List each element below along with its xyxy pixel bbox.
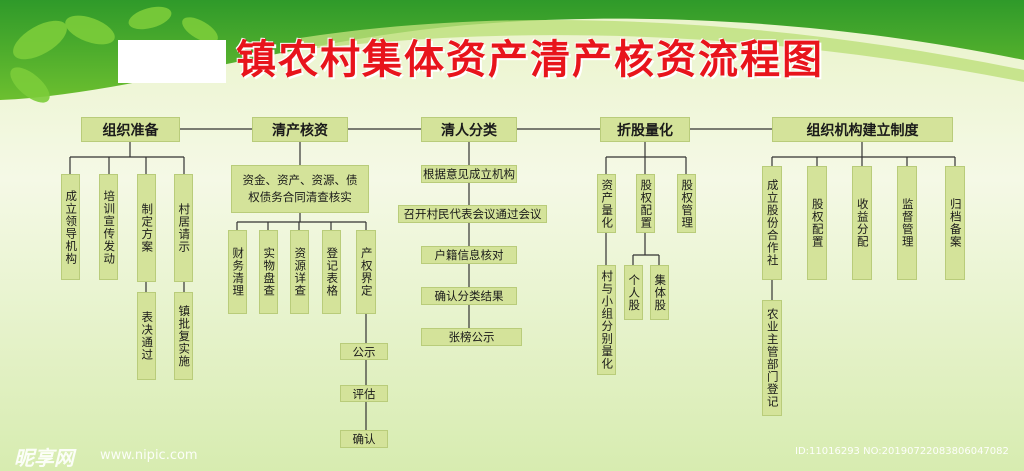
step-income-distribution: 收益分配: [852, 166, 872, 280]
step-archive: 归档备案: [945, 166, 965, 280]
step-collective-share: 集体股: [650, 265, 669, 320]
step-property-rights: 产权界定: [356, 230, 376, 314]
category-asset-verification: 清产核资: [252, 117, 348, 142]
step-supervision: 监督管理: [897, 166, 917, 280]
step-confirm-classification: 确认分类结果: [421, 287, 517, 305]
watermark-brand: 昵享网: [14, 446, 74, 470]
step-register-forms: 登记表格: [322, 230, 341, 314]
step-household-check: 户籍信息核对: [421, 246, 517, 264]
step-establish-leading-body: 成立领导机构: [61, 174, 80, 280]
watermark-id: ID:11016293 NO:20190722083806047082: [795, 446, 1009, 457]
watermark-url: www.nipic.com: [100, 448, 198, 463]
category-member-classification: 清人分类: [421, 117, 517, 142]
step-form-agency: 根据意见成立机构: [421, 165, 517, 183]
page-title: 镇农村集体资产清产核资流程图: [236, 37, 824, 83]
step-physical-inventory: 实物盘查: [259, 230, 278, 314]
step-appraisal: 评估: [340, 385, 388, 402]
step-individual-share: 个人股: [624, 265, 643, 320]
step-town-approval: 镇批复实施: [174, 292, 193, 380]
step-rep-meeting: 召开村民代表会议通过会议: [398, 205, 547, 223]
category-organize-prepare: 组织准备: [81, 117, 180, 142]
step-equity-allocation: 股权配置: [807, 166, 827, 280]
step-confirm: 确认: [340, 430, 388, 448]
category-organization-system: 组织机构建立制度: [772, 117, 953, 142]
blank-placeholder: [118, 40, 226, 83]
step-establish-cooperative: 成立股份合作社: [762, 166, 782, 280]
step-post-notice: 张榜公示: [421, 328, 522, 346]
banner-decoration: [0, 0, 1024, 103]
step-vote-pass: 表决通过: [137, 292, 156, 380]
step-share-allocation: 股权配置: [636, 174, 655, 233]
step-village-group-quantify: 村与小组分别量化: [597, 265, 616, 375]
step-training-publicity: 培训宣传发动: [99, 174, 118, 280]
step-check-funds-assets: 资金、资产、资源、债权债务合同清查核实: [231, 165, 369, 213]
step-financial-audit: 财务清理: [228, 230, 247, 314]
category-share-quantification: 折股量化: [600, 117, 690, 142]
step-resource-survey: 资源详查: [290, 230, 309, 314]
step-asset-quantification: 资产量化: [597, 174, 616, 233]
step-draft-plan: 制定方案: [137, 174, 156, 282]
step-village-request: 村居请示: [174, 174, 193, 282]
step-publicity: 公示: [340, 343, 388, 360]
step-share-management: 股权管理: [677, 174, 696, 233]
step-agri-registration: 农业主管部门登记: [762, 300, 782, 416]
